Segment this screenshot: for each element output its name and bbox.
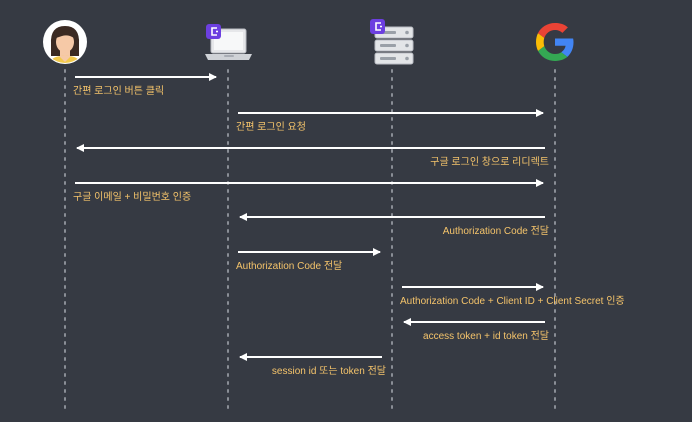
message-label-8: access token + id token 전달 bbox=[423, 331, 549, 342]
message-label-4: 구글 이메일 + 비밀번호 인증 bbox=[73, 192, 192, 203]
message-label-6: Authorization Code 전달 bbox=[236, 261, 343, 272]
client-badge-icon bbox=[206, 24, 221, 39]
message-label-7: Authorization Code + Client ID + Client … bbox=[400, 296, 625, 307]
message-label-5: Authorization Code 전달 bbox=[442, 226, 549, 237]
message-label-2: 간편 로그인 요청 bbox=[236, 122, 306, 133]
server-badge-icon bbox=[370, 19, 385, 34]
message-label-1: 간편 로그인 버튼 클릭 bbox=[73, 86, 165, 97]
user-avatar-icon bbox=[43, 20, 87, 64]
message-label-3: 구글 로그인 창으로 리디렉트 bbox=[430, 157, 549, 168]
google-logo-icon bbox=[536, 23, 574, 61]
message-arrows bbox=[75, 73, 545, 361]
message-label-9: session id 또는 token 전달 bbox=[271, 366, 386, 377]
